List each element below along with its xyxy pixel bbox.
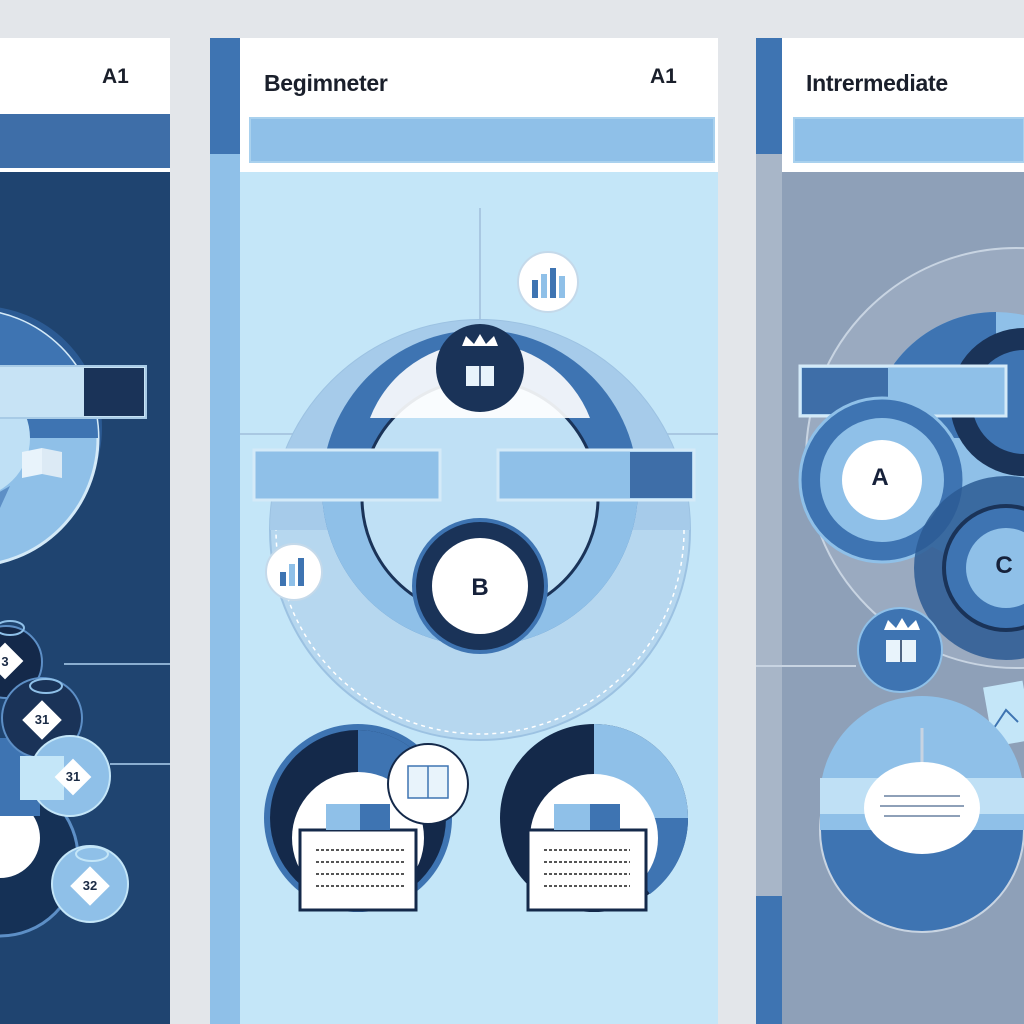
chart-icon [993, 708, 1019, 729]
level-code-beginner: A1 [650, 65, 677, 88]
crown-icon [884, 618, 920, 630]
level-title-intermediate: Intrermediate [806, 70, 948, 96]
book-icon [466, 366, 494, 386]
cloud-icon [29, 678, 63, 694]
book-icon [298, 804, 418, 912]
level-title-beginner: Begimneter [264, 70, 388, 96]
book-icon [22, 448, 62, 478]
book-icon [407, 765, 449, 799]
level-card-intermediate[interactable]: Intrermediate A C [756, 38, 1024, 1024]
badge-letter-b: B [471, 574, 489, 601]
marker-label: 31 [34, 712, 50, 727]
marker-label: 31 [65, 769, 81, 784]
book-icon [526, 804, 648, 912]
chart-icon [280, 558, 304, 586]
level-card-beginner[interactable]: Begimneter A1 B [210, 38, 718, 1024]
cloud-icon [0, 620, 25, 636]
level-card-left[interactable]: A1 3 31 31 32 [0, 38, 170, 1024]
book-icon [886, 640, 916, 662]
level-label-left: A1 [102, 65, 129, 88]
badge-letter-c: C [995, 552, 1013, 579]
cloud-icon [75, 846, 109, 862]
marker-label: 32 [82, 878, 98, 893]
beginner-card-art [210, 38, 718, 1024]
marker-label: 3 [1, 654, 9, 669]
badge-letter-a: A [871, 464, 889, 491]
intermediate-card-art [756, 38, 1024, 1024]
crown-icon [462, 334, 498, 346]
chart-icon [532, 268, 565, 298]
left-card-art [0, 38, 170, 1024]
